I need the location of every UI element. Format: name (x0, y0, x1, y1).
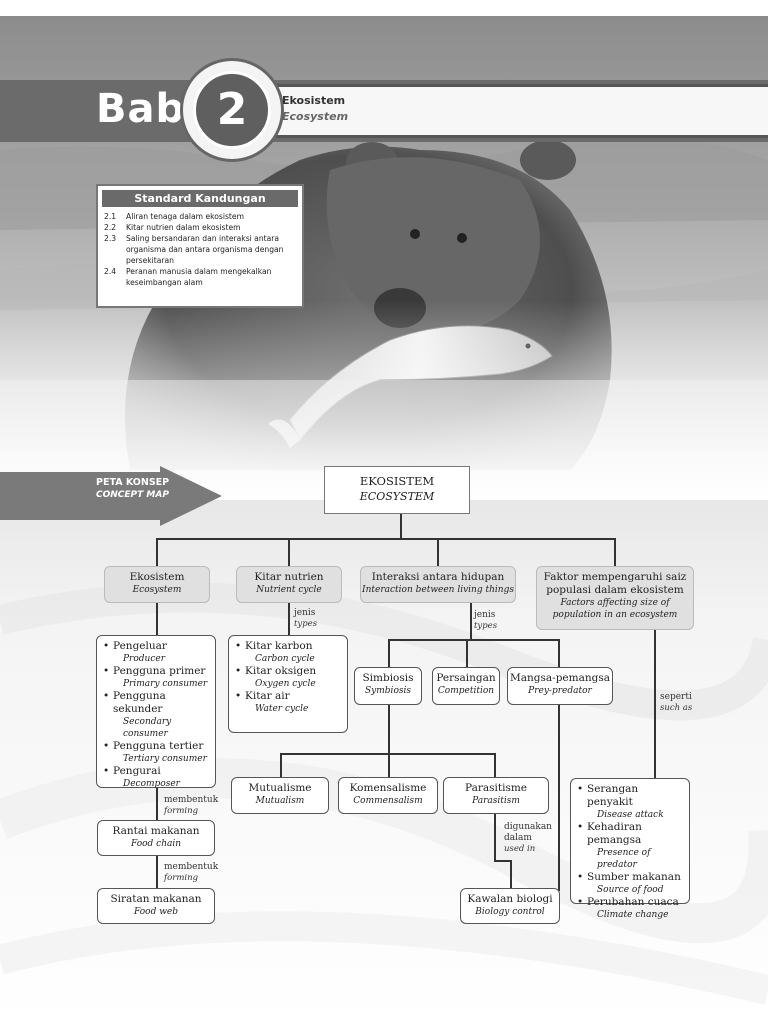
chapter-title: Ekosistem (282, 94, 346, 107)
connector (156, 538, 158, 566)
connector (156, 538, 615, 540)
concept-map-label: PETA KONSEP (96, 477, 170, 488)
connector (400, 514, 402, 538)
connector (494, 753, 496, 777)
connector (654, 630, 656, 778)
connector (494, 814, 496, 860)
connector (156, 788, 158, 820)
connector (388, 753, 390, 777)
concept-map-arrow (0, 466, 222, 526)
connector (437, 538, 439, 566)
connector (558, 639, 560, 667)
connector (466, 639, 468, 667)
connector (388, 639, 559, 641)
connector (280, 753, 495, 755)
chapter-number: 2 (193, 71, 271, 149)
connector (288, 538, 290, 566)
chapter-title-panel (262, 84, 768, 138)
connector (510, 860, 512, 888)
category-population-factors: Faktor mempengaruhi saiz populasi dalam … (536, 566, 694, 630)
content-standard-title: Standard Kandungan (102, 190, 298, 207)
connector (288, 603, 290, 635)
chapter-subtitle: Ecosystem (282, 110, 349, 123)
connector (156, 603, 158, 635)
connector (388, 639, 390, 667)
connector (156, 856, 158, 888)
chapter-label: Bab (96, 86, 186, 132)
connector (558, 705, 560, 891)
connector (470, 603, 472, 639)
concept-map-label-en: CONCEPT MAP (96, 490, 169, 500)
connector (494, 860, 510, 862)
root-node-ecosystem: EKOSISTEM ECOSYSTEM (324, 466, 470, 514)
connector (388, 705, 390, 753)
connector (280, 753, 282, 777)
connector (614, 538, 616, 566)
